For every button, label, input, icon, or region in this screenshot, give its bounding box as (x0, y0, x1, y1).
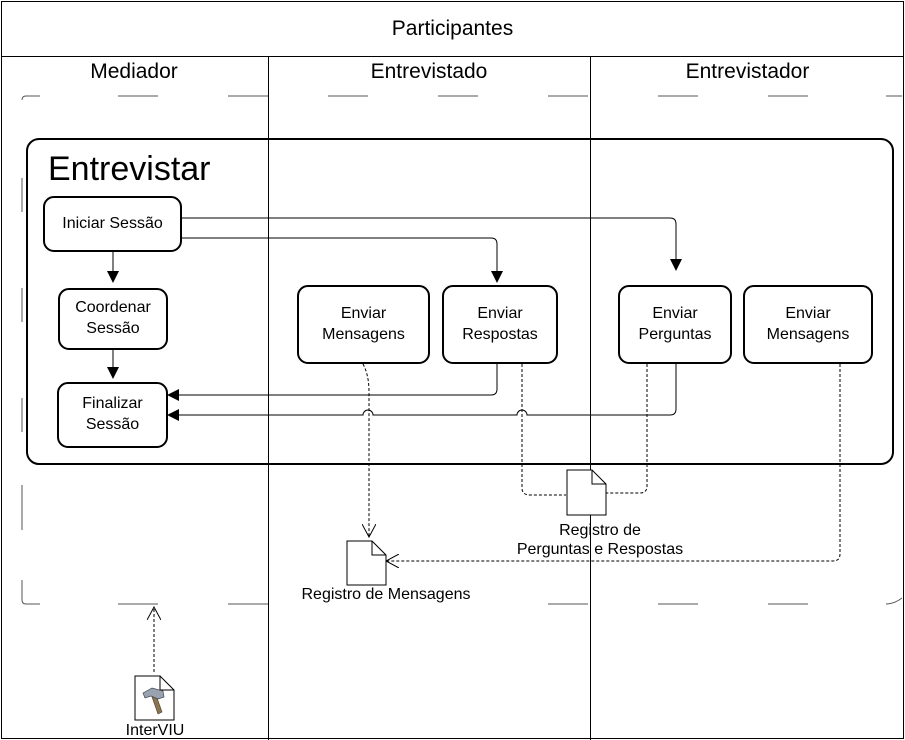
objflow-respostas-registro (521, 364, 566, 496)
artifact-registro-mensagens: Registro de Mensagens (301, 586, 471, 603)
artifact-interviu: InterVIU (125, 722, 185, 739)
activity-enviar-respostas[interactable]: Enviar Respostas (442, 285, 558, 364)
pool-title: Participantes (391, 17, 514, 40)
activity-enviar-mensagens-entrevistado[interactable]: Enviar Mensagens (297, 285, 430, 364)
boundary-dashed (21, 95, 903, 605)
activity-finalizar-sessao[interactable]: Finalizar Sessão (57, 382, 168, 448)
process-container (26, 138, 894, 465)
activity-iniciar-sessao[interactable]: Iniciar Sessão (43, 196, 182, 252)
objflow-mensagens-entrevistado (363, 363, 369, 537)
document-icon (346, 540, 387, 586)
object-flows (154, 363, 841, 672)
lane-header-entrevistado: Entrevistado (370, 60, 488, 83)
objflow-perguntas-registro (606, 364, 648, 494)
activity-enviar-perguntas[interactable]: Enviar Perguntas (618, 285, 732, 364)
flow-respostas-to-finalizar (167, 364, 498, 401)
artifact-registro-perguntas-respostas: Registro de Perguntas e Respostas (516, 522, 684, 559)
flow-perguntas-to-finalizar (167, 364, 677, 421)
flow-iniciar-to-respostas (182, 237, 503, 283)
flow-iniciar-to-perguntas (182, 217, 682, 271)
lane-header-entrevistador: Entrevistador (685, 60, 810, 83)
lane-header-mediador: Mediador (90, 60, 178, 83)
hammer-icon (142, 687, 165, 715)
document-icon (566, 469, 607, 516)
process-title: Entrevistar (48, 150, 211, 188)
objflow-mensagens-entrevistador (386, 364, 841, 561)
activity-coordenar-sessao[interactable]: Coordenar Sessão (58, 288, 168, 350)
activity-enviar-mensagens-entrevistador[interactable]: Enviar Mensagens (743, 285, 873, 364)
control-flows (107, 217, 682, 421)
